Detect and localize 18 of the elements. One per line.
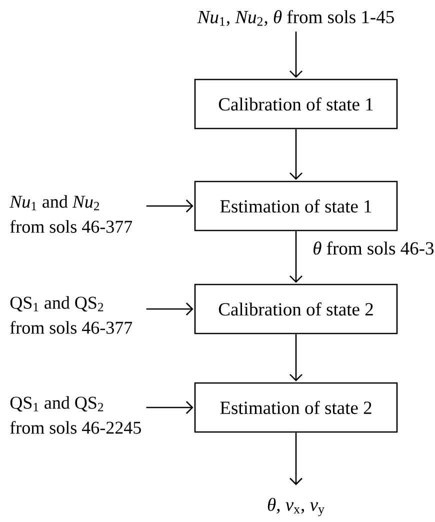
arrow (290, 432, 302, 486)
input-label: QS$_{1}$ and QS$_{2}$ from sols 46-377 (10, 296, 132, 334)
process-box: Estimation of state 2 (194, 382, 398, 433)
input-label: Nu$_{1}$ and Nu$_{2}$ from sols 46-377 (10, 195, 132, 233)
arrow (290, 129, 302, 180)
process-box: Estimation of state 1 (194, 180, 398, 232)
process-box: Calibration of state 2 (194, 284, 398, 334)
output-label: θ, v$_{x}$, v$_{y}$ (268, 498, 324, 516)
arrow (146, 401, 194, 414)
edge-label: θ from sols 46-3 (310, 239, 435, 257)
arrow (290, 334, 302, 382)
input-label: Nu$_{1}$, Nu$_{2}$, θ from sols 1-45 (197, 10, 394, 26)
arrow (290, 32, 302, 78)
process-box: Calibration of state 1 (194, 78, 398, 130)
arrow (290, 231, 302, 283)
arrow (146, 200, 194, 212)
arrow (146, 302, 194, 316)
input-label: QS$_{1}$ and QS$_{2}$ from sols 46-2245 (10, 396, 141, 434)
